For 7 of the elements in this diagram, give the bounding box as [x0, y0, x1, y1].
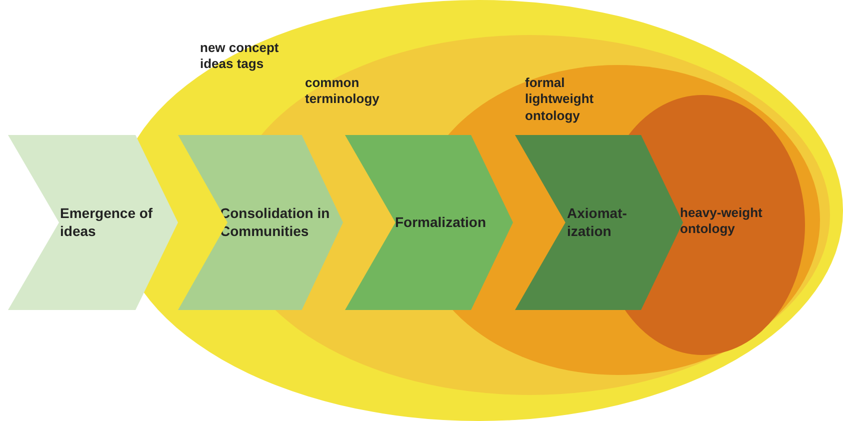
region-label: heavy-weight ontology [680, 205, 764, 238]
region-label: common terminology [305, 75, 380, 108]
step-label: Emergence of ideas [60, 205, 154, 240]
region-label: formal lightweight ontology [525, 75, 595, 124]
step-label: Formalization [395, 214, 486, 232]
step-label: Axiomat-ization [567, 205, 628, 240]
step-label: Consolidation in Communities [220, 205, 331, 240]
